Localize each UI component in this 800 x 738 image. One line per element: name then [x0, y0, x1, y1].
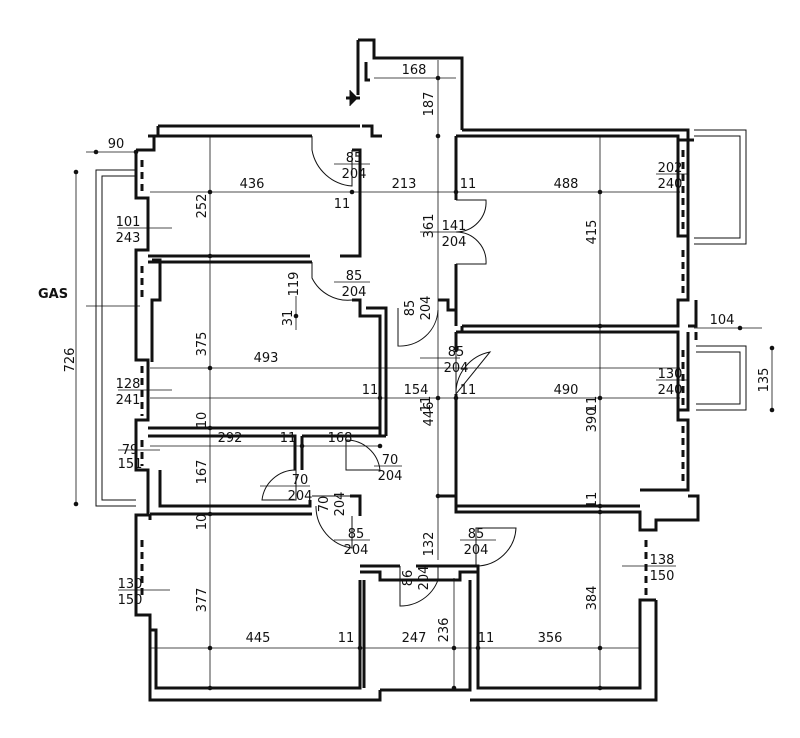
wall-thickness: 11 — [362, 383, 379, 398]
height-upper-right: 415 — [585, 220, 600, 245]
height-lower-mid: 236 — [437, 618, 452, 643]
wall-thickness: 11 — [460, 383, 477, 398]
dim-right-balcony: 104 — [710, 313, 735, 328]
wall-thickness: 10 — [195, 514, 210, 531]
window-height: 240 — [658, 383, 683, 398]
gas-label: GAS — [38, 287, 68, 302]
window-height: 150 — [650, 569, 675, 584]
height-lower-left: 377 — [195, 588, 210, 613]
window-width: 130 — [658, 367, 683, 382]
wall-thickness: 11 — [585, 396, 600, 413]
window-width: 128 — [116, 377, 141, 392]
width-lower-left: 445 — [246, 631, 271, 646]
window-height: 243 — [116, 231, 141, 246]
door-width: 85 — [468, 527, 485, 542]
height-upper-left: 252 — [195, 194, 210, 219]
door-height: 204 — [378, 469, 403, 484]
window-width: 79 — [122, 443, 139, 458]
height-hall-mid: 446 — [422, 402, 437, 427]
dim-width-top-left: 90 — [108, 137, 125, 152]
height-hall-lower: 132 — [422, 532, 437, 557]
width-lower-right: 356 — [538, 631, 563, 646]
width-upper-right: 488 — [554, 177, 579, 192]
door-swings — [261, 136, 517, 607]
door-width: 85 — [348, 527, 365, 542]
door-width: 85 — [403, 300, 418, 317]
height-mid-right: 390 — [585, 408, 600, 433]
wall-thickness: 11 — [478, 631, 495, 646]
door-height: 204 — [333, 492, 348, 517]
width-mid-left: 493 — [254, 351, 279, 366]
width-lower-mid: 247 — [402, 631, 427, 646]
wall-thickness: 11 — [334, 197, 351, 212]
door-height: 204 — [342, 285, 367, 300]
width-hall-top: 213 — [392, 177, 417, 192]
window-width: 101 — [116, 215, 141, 230]
width-hall-mid: 154 — [404, 383, 429, 398]
wall-thickness: 11 — [280, 431, 297, 446]
window-height: 151 — [118, 457, 143, 472]
entry-arrow-icon — [346, 90, 360, 106]
height-bath: 167 — [195, 460, 210, 485]
window-width: 130 — [118, 577, 143, 592]
window-width: 202 — [658, 161, 683, 176]
window-height: 150 — [118, 593, 143, 608]
window-width: 138 — [650, 553, 675, 568]
dim-overall-height: 726 — [63, 348, 78, 373]
height-niche: 119 — [287, 272, 302, 297]
exterior-elements — [95, 129, 747, 507]
width-bath: 292 — [218, 431, 243, 446]
wall-thickness: 11 — [419, 396, 434, 413]
door-height: 204 — [342, 167, 367, 182]
dim-balcony-depth: 135 — [757, 368, 772, 393]
wall-thickness: 10 — [195, 412, 210, 429]
door-width: 86 — [401, 570, 416, 587]
window-marks — [140, 150, 685, 600]
wall-thickness: 11 — [338, 631, 355, 646]
width-mid-right: 490 — [554, 383, 579, 398]
door-width: 70 — [317, 496, 332, 513]
wall-thickness: 11 — [460, 177, 477, 192]
door-width: 141 — [442, 219, 467, 234]
height-entry: 187 — [422, 92, 437, 117]
door-height: 204 — [417, 566, 432, 591]
door-width: 70 — [292, 473, 309, 488]
door-height: 204 — [288, 489, 313, 504]
door-height: 204 — [464, 543, 489, 558]
width-entry: 168 — [402, 63, 427, 78]
door-width: 85 — [448, 345, 465, 360]
door-height: 204 — [419, 296, 434, 321]
labels: GAS 726 90 104 135 436 213 488 493 154 4… — [38, 63, 772, 646]
door-height: 204 — [442, 235, 467, 250]
height-lower-right: 384 — [585, 586, 600, 611]
width-wc: 168 — [328, 431, 353, 446]
height-mid-left: 375 — [195, 332, 210, 357]
wall-thickness: 11 — [585, 492, 600, 509]
door-width: 70 — [382, 453, 399, 468]
window-height: 241 — [116, 393, 141, 408]
door-width: 85 — [346, 151, 363, 166]
door-width: 85 — [346, 269, 363, 284]
height-hall-upper: 361 — [422, 214, 437, 239]
door-height: 204 — [344, 543, 369, 558]
height-step: 31 — [281, 310, 296, 327]
walls — [134, 38, 700, 702]
width-upper-left: 436 — [240, 177, 265, 192]
dimension-dots — [73, 75, 775, 691]
dimension-lines — [75, 60, 773, 688]
window-height: 240 — [658, 177, 683, 192]
door-height: 204 — [444, 361, 469, 376]
